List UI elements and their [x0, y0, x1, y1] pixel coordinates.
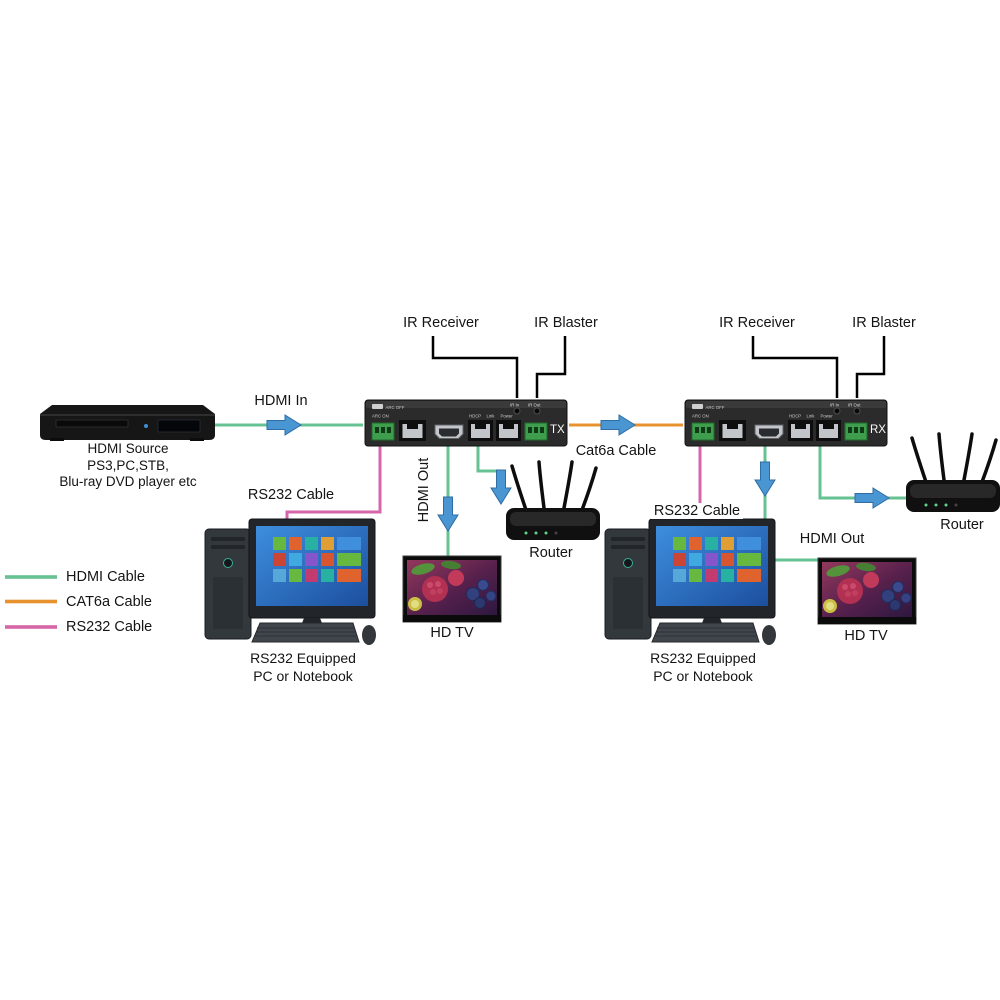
legend-cat6a-label: CAT6a Cable [66, 593, 152, 610]
rx-ir-blaster-label: IR Blaster [852, 315, 916, 331]
tx-unit [364, 399, 568, 447]
tx-pc-line2: PC or Notebook [253, 668, 353, 684]
hdmi-source-label: HDMI Source PS3,PC,STB, Blu-ray DVD play… [59, 441, 196, 491]
tx-hdtv [402, 555, 502, 623]
tx-hdmi-out-arrow [437, 496, 459, 532]
hdmi-in-arrow [266, 414, 302, 436]
rx-pc-line1: RS232 Equipped [650, 650, 756, 666]
tx-ir-receiver-label: IR Receiver [403, 315, 479, 331]
tx-unit-label: TX [550, 424, 565, 436]
tx-rs232-pc [204, 518, 377, 646]
rx-router [904, 432, 1000, 514]
cat6a-arrow [600, 414, 636, 436]
legend-hdmi-label: HDMI Cable [66, 569, 145, 585]
hdmi-source-line2: PS3,PC,STB, [87, 457, 169, 473]
rx-hdmi-out-arrow [754, 461, 776, 497]
legend-rs232-line [5, 625, 57, 629]
tx-ir-receiver-line [431, 336, 519, 398]
rx-unit [684, 399, 888, 447]
hdmi-source-line3: Blu-ray DVD player etc [59, 474, 197, 489]
tx-router-label: Router [529, 545, 573, 561]
rx-router-cable [818, 446, 906, 500]
rx-ir-receiver-line [751, 336, 839, 398]
hdmi-source-line1: HDMI Source [87, 441, 169, 456]
rx-rs232-pc [604, 518, 777, 646]
rx-rs232-label: RS232 Cable [650, 503, 744, 519]
tx-ir-blaster-line [535, 336, 567, 398]
rx-pc-label: RS232 Equipped PC or Notebook [650, 649, 756, 685]
legend-rs232-label: RS232 Cable [66, 619, 153, 635]
legend-hdmi-line [5, 575, 57, 579]
rx-hdmi-out-label: HDMI Out [799, 531, 865, 547]
rx-hdtv [817, 557, 917, 625]
rx-unit-label: RX [870, 424, 886, 436]
hdmi-source-device [40, 405, 215, 441]
cat6a-cable-label: Cat6a Cable [575, 443, 657, 459]
hdmi-in-label: HDMI In [254, 393, 308, 409]
tx-rs232-label: RS232 Cable [247, 487, 335, 503]
tx-router [504, 460, 602, 542]
rx-router-arrow [854, 487, 890, 509]
rx-ir-blaster-line [855, 336, 886, 398]
rx-ir-receiver-label: IR Receiver [719, 315, 795, 331]
tx-ir-blaster-label: IR Blaster [534, 315, 598, 331]
rx-hdtv-label: HD TV [844, 628, 888, 644]
tx-router-arrow [490, 469, 512, 505]
tx-pc-label: RS232 Equipped PC or Notebook [250, 649, 356, 685]
rx-pc-line2: PC or Notebook [653, 668, 753, 684]
tx-hdmi-out-label: HDMI Out [416, 457, 432, 523]
tx-hdtv-label: HD TV [430, 625, 474, 641]
rx-router-label: Router [940, 517, 984, 533]
tx-pc-line1: RS232 Equipped [250, 650, 356, 666]
legend-cat6a-line [5, 599, 57, 604]
